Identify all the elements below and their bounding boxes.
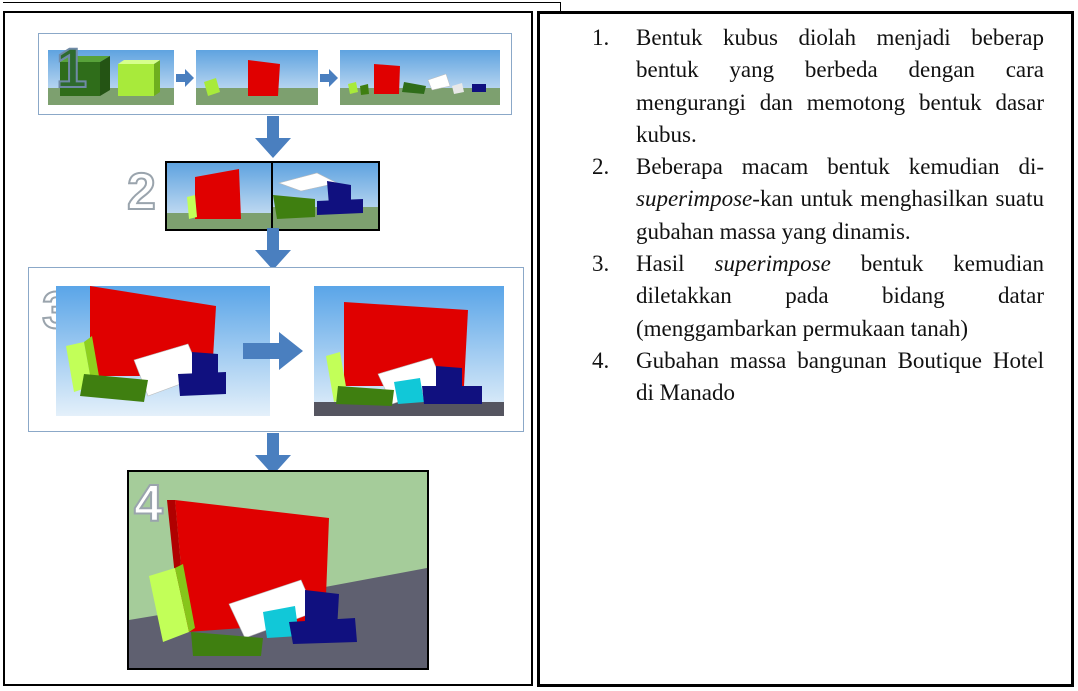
arrow-right-icon [176, 69, 194, 87]
frame-top-tick [560, 2, 561, 11]
arrow-down-icon [255, 228, 291, 270]
stage-1-illustration [48, 50, 500, 105]
arrow-right-icon [320, 69, 338, 87]
step-text: Gubahan massa bangunan Boutique Hotel di… [636, 347, 1044, 406]
description-panel [537, 11, 1074, 687]
lime-cube [118, 64, 154, 96]
step-item-4: 4. Gubahan massa bangunan Boutique Hotel… [592, 345, 1044, 410]
stage-2-illustration [167, 163, 378, 229]
step-item-3: 3. Hasil superimpose bentuk kemudian dil… [592, 248, 1044, 345]
stage-3-before-illustration [56, 286, 270, 416]
stage-number-1: 1 [55, 36, 88, 99]
italic-term: superimpose [714, 251, 831, 277]
stage-3-after [314, 286, 504, 416]
lime-piece [204, 78, 220, 96]
arrow-down-icon [255, 116, 291, 158]
stage-2-panel [165, 161, 380, 231]
frame-top-line [3, 2, 561, 3]
stage-4-illustration [129, 472, 427, 668]
step-list: 1. Bentuk kubus diolah menjadi beberap b… [592, 22, 1044, 410]
step-text: Beberapa macam bentuk kemudian di-superi… [636, 154, 1044, 244]
stage-number-4: 4 [133, 475, 164, 533]
stage-4-panel [127, 470, 429, 670]
italic-term: superimpose [636, 186, 753, 212]
stage-3-after-illustration [314, 286, 504, 416]
stage-1-strip [48, 50, 500, 105]
step-item-1: 1. Bentuk kubus diolah menjadi beberap b… [592, 22, 1044, 151]
step-number: 4. [592, 347, 610, 373]
dark-cube-front [60, 62, 100, 96]
stage-number-2: 2 [126, 163, 157, 221]
step-number: 1. [592, 25, 610, 50]
diagram-panel [3, 11, 533, 686]
step-text: Hasil superimpose bentuk kemudian dileta… [636, 251, 1044, 341]
step-item-2: 2. Beberapa macam bentuk kemudian di-sup… [592, 151, 1044, 248]
red-piece [248, 60, 280, 96]
step-number: 2. [592, 154, 610, 180]
step-text: Bentuk kubus diolah menjadi beberap bent… [636, 25, 1044, 147]
step-number: 3. [592, 251, 610, 277]
stage-3-before [56, 286, 270, 416]
arrow-right-icon [243, 332, 303, 370]
arrow-down-icon [255, 433, 291, 475]
